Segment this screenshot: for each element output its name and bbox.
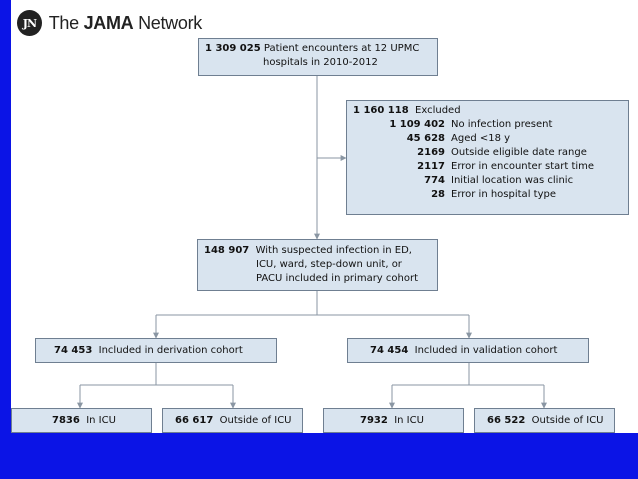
- box-validation-cohort: 74 454 Included in validation cohort: [347, 338, 589, 363]
- box-patient-encounters: 1 309 025 Patient encounters at 12 UPMC …: [198, 38, 438, 76]
- jama-network-logo: JN The JAMA Network: [11, 8, 202, 38]
- logo-wordmark: The JAMA Network: [48, 12, 203, 33]
- box-primary-cohort: 148 907 With suspected infection in ED, …: [197, 239, 438, 291]
- box-validation-icu: 7932 In ICU: [323, 408, 464, 433]
- box-derivation-icu: 7836 In ICU: [11, 408, 152, 433]
- slide-footer-bar: [0, 433, 638, 479]
- box-validation-outside-icu: 66 522 Outside of ICU: [474, 408, 615, 433]
- box-derivation-cohort: 74 453 Included in derivation cohort: [35, 338, 277, 363]
- jn-logo-icon: JN: [17, 10, 42, 36]
- box-derivation-outside-icu: 66 617 Outside of ICU: [162, 408, 303, 433]
